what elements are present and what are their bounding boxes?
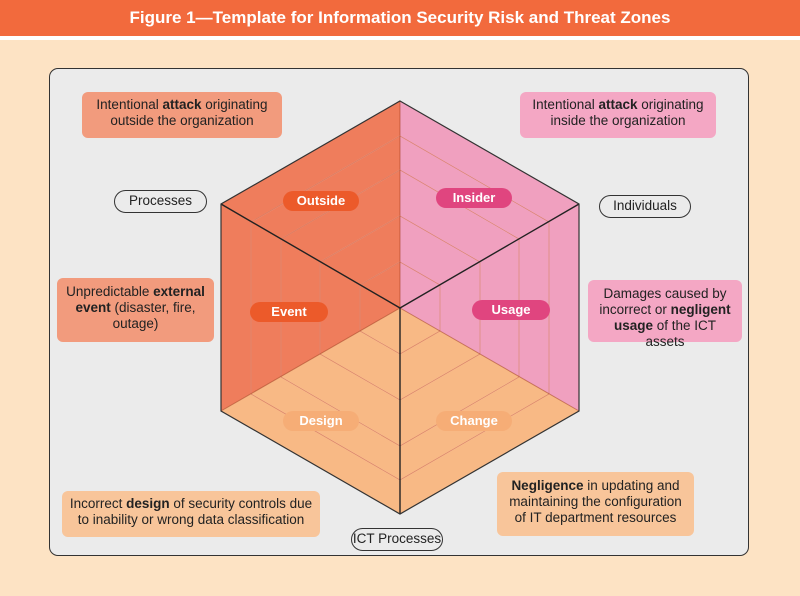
note-text-post: originating inside the organization: [550, 97, 704, 128]
note-text-bold: design: [126, 496, 170, 511]
axis-label-individuals: Individuals: [599, 195, 691, 218]
note-text-pre: Incorrect: [69, 496, 127, 511]
note-external-event: Unpredictable external event (disaster, …: [57, 278, 214, 342]
axis-label-processes: Processes: [114, 190, 207, 213]
note-text-post: originating outside the organization: [110, 97, 268, 128]
note-text-post: in updating and maintaining the configur…: [509, 478, 682, 525]
zone-label-change: Change: [436, 411, 512, 431]
note-text-pre: Intentional: [532, 97, 599, 112]
note-text-bold: external event: [75, 284, 205, 315]
note-text-post: of security controls due to inability or…: [77, 496, 313, 527]
note-text-bold: attack: [598, 97, 638, 112]
zone-label-outside: Outside: [283, 191, 359, 211]
note-negligent-usage: Damages caused by incorrect or negligent…: [588, 280, 742, 349]
zone-label-event: Event: [250, 302, 328, 322]
note-text-pre: Unpredictable: [66, 284, 154, 299]
note-text-post: of the ICT assets: [645, 318, 717, 349]
zone-label-usage: Usage: [472, 300, 550, 320]
note-insider-attack: Intentional attack originating inside th…: [520, 92, 716, 138]
note-text-bold: negligent usage: [613, 302, 731, 333]
zone-label-insider: Insider: [436, 188, 512, 208]
axis-label-ict-processes: ICT Processes: [351, 528, 443, 551]
axis-lines: [220, 203, 580, 514]
note-text-post: (disaster, fire, outage): [110, 300, 196, 331]
note-negligence-change: Negligence in updating and maintaining t…: [497, 472, 694, 536]
zone-label-design: Design: [283, 411, 359, 431]
figure-title: Figure 1—Template for Information Securi…: [0, 0, 800, 36]
note-text-pre: Damages caused by incorrect or: [599, 286, 727, 317]
note-incorrect-design: Incorrect design of security controls du…: [62, 491, 320, 537]
note-text-bold: attack: [162, 97, 202, 112]
spokes: [220, 101, 580, 412]
note-text-bold: Negligence: [511, 478, 584, 493]
note-text-pre: Intentional: [96, 97, 163, 112]
note-outside-attack: Intentional attack originating outside t…: [82, 92, 282, 138]
hexagon-outline: [220, 100, 580, 515]
